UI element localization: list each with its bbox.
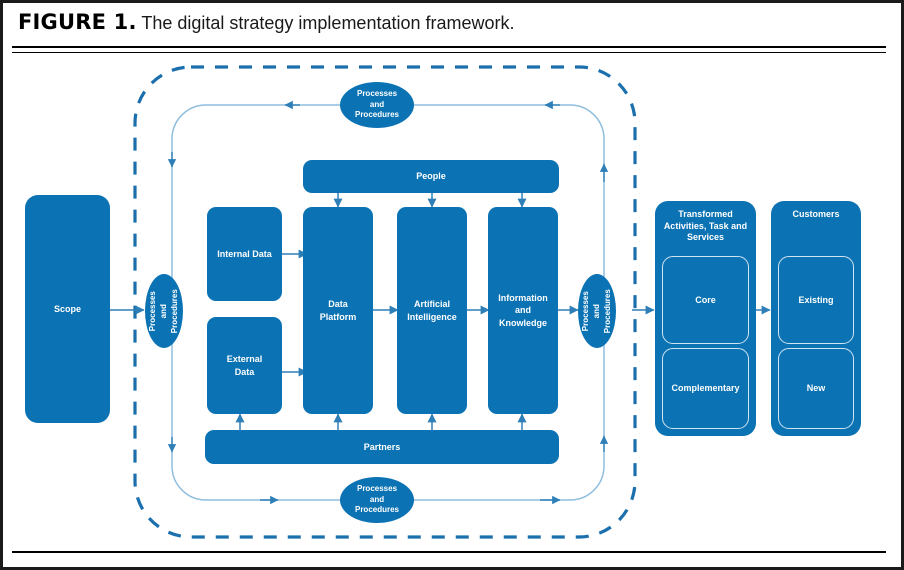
info-line-2: and bbox=[514, 305, 531, 316]
outcome-title-line-3: Services bbox=[686, 232, 725, 243]
outcome-card-complementary-label: Complementary bbox=[671, 383, 740, 394]
diagram-canvas: Scope Processes and Procedures Processes… bbox=[0, 52, 904, 550]
scope-box[interactable]: Scope bbox=[25, 195, 110, 423]
partners-label: Partners bbox=[363, 441, 401, 452]
gateway-right-line-1: Processes bbox=[580, 290, 590, 332]
outcome-card-complementary[interactable]: Complementary bbox=[662, 348, 749, 429]
gateway-right-line-3: Procedures bbox=[602, 288, 612, 334]
figure-label: FIGURE 1. bbox=[18, 10, 137, 34]
customers-card-existing-label: Existing bbox=[798, 294, 834, 305]
customers-card-new[interactable]: New bbox=[778, 348, 854, 429]
outcome-panel-title: Transformed Activities, Task and Service… bbox=[655, 209, 756, 244]
gateway-bottom-line-1: Processes bbox=[356, 483, 398, 493]
data-platform-box[interactable]: Data Platform bbox=[303, 207, 373, 414]
caption-rule-bottom bbox=[12, 551, 886, 553]
outcome-panel[interactable]: Transformed Activities, Task and Service… bbox=[655, 201, 756, 436]
partners-bar[interactable]: Partners bbox=[205, 430, 559, 464]
outcome-title-line-1: Transformed bbox=[678, 209, 733, 219]
information-knowledge-label: Information and Knowledge bbox=[498, 292, 548, 328]
internal-data-box[interactable]: Internal Data bbox=[207, 207, 282, 301]
people-bar[interactable]: People bbox=[303, 160, 559, 193]
gateway-bottom-ellipse[interactable]: Processes and Procedures bbox=[340, 477, 414, 523]
gateway-left-line-2: and bbox=[158, 303, 168, 319]
artificial-intelligence-label: Artificial Intelligence bbox=[407, 298, 457, 322]
information-knowledge-box[interactable]: Information and Knowledge bbox=[488, 207, 558, 414]
gateway-left-line-1: Processes bbox=[147, 290, 157, 332]
info-line-1: Information bbox=[498, 293, 548, 304]
gateway-top-ellipse[interactable]: Processes and Procedures bbox=[340, 82, 414, 128]
external-data-line-2: Data bbox=[234, 366, 255, 377]
outcome-card-core[interactable]: Core bbox=[662, 256, 749, 344]
gateway-right-ellipse[interactable]: Processes and Procedures bbox=[578, 274, 616, 348]
gateway-bottom-line-3: Procedures bbox=[354, 505, 400, 515]
data-platform-line-2: Platform bbox=[319, 311, 357, 322]
gateway-bottom-line-2: and bbox=[369, 494, 385, 504]
outcome-card-core-label: Core bbox=[695, 294, 716, 305]
info-line-3: Knowledge bbox=[498, 317, 547, 328]
gateway-top-text: Processes and Procedures bbox=[355, 89, 399, 121]
ai-line-1: Artificial bbox=[413, 299, 450, 310]
external-data-label: External Data bbox=[227, 353, 263, 377]
gateway-left-text: Processes and Procedures bbox=[148, 289, 180, 333]
gateway-top-line-2: and bbox=[369, 99, 385, 109]
caption-rule-top bbox=[12, 46, 886, 53]
customers-panel[interactable]: Customers Existing New bbox=[771, 201, 861, 436]
gateway-top-line-3: Procedures bbox=[354, 110, 400, 120]
figure-caption-text: The digital strategy implementation fram… bbox=[136, 13, 515, 33]
gateway-bottom-text: Processes and Procedures bbox=[355, 484, 399, 516]
people-label: People bbox=[416, 171, 446, 182]
figure-caption: FIGURE 1. The digital strategy implement… bbox=[18, 10, 878, 40]
scope-label: Scope bbox=[53, 303, 81, 314]
outcome-title-line-2: Activities, Task and bbox=[663, 220, 748, 231]
data-platform-line-1: Data bbox=[328, 299, 348, 310]
gateway-left-line-3: Procedures bbox=[169, 288, 179, 334]
external-data-line-1: External bbox=[226, 354, 263, 365]
customers-card-new-label: New bbox=[806, 383, 826, 394]
gateway-top-line-1: Processes bbox=[356, 88, 398, 98]
data-platform-label: Data Platform bbox=[320, 298, 357, 322]
gateway-right-text: Processes and Procedures bbox=[581, 289, 613, 333]
artificial-intelligence-box[interactable]: Artificial Intelligence bbox=[397, 207, 467, 414]
external-data-box[interactable]: External Data bbox=[207, 317, 282, 414]
gateway-left-ellipse[interactable]: Processes and Procedures bbox=[145, 274, 183, 348]
internal-data-label: Internal Data bbox=[217, 248, 272, 259]
ai-line-2: Intelligence bbox=[407, 311, 457, 322]
customers-card-existing[interactable]: Existing bbox=[778, 256, 854, 344]
outer-dashed-boundary bbox=[133, 65, 637, 539]
customers-title-line-1: Customers bbox=[792, 209, 840, 219]
customers-panel-title: Customers bbox=[771, 209, 861, 221]
gateway-right-line-2: and bbox=[591, 303, 601, 319]
